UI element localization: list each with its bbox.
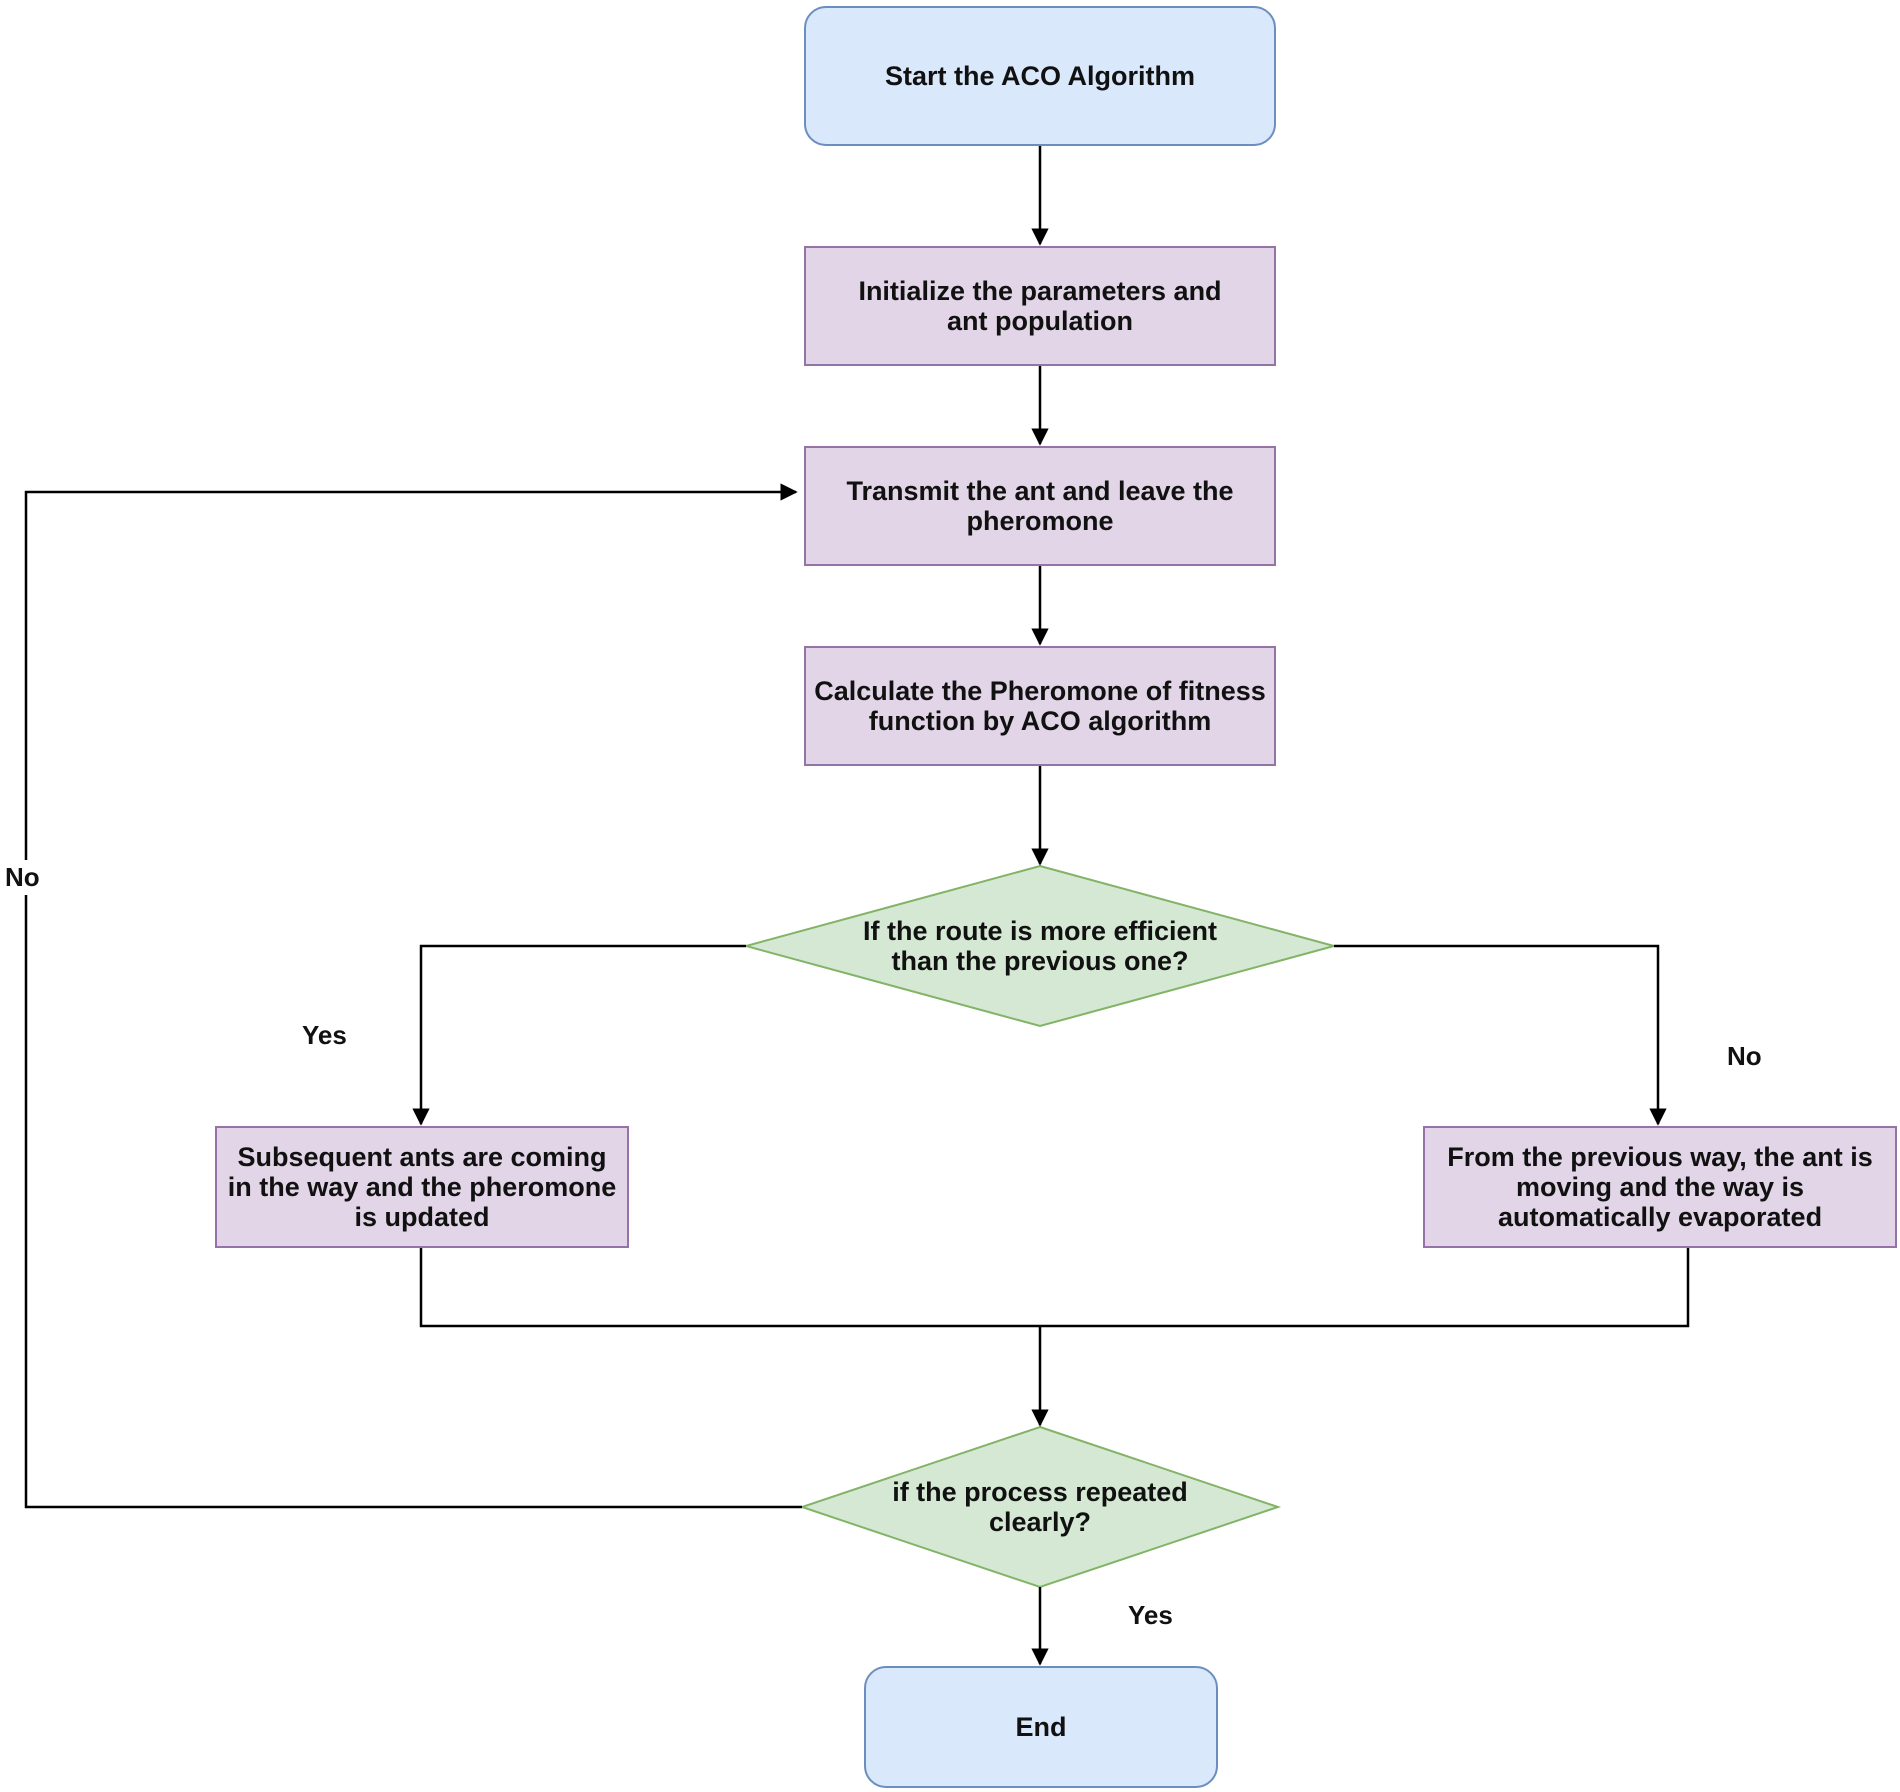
repeat-yes-label: Yes [1128,1600,1173,1630]
calculate-node: Calculate the Pheromone of fitness funct… [804,646,1276,766]
decision-route-shape [742,864,1338,1028]
repeat-no-label: No [5,860,40,895]
arrow-repeat-no-loop [24,483,802,1509]
merge-connector [419,1248,1690,1328]
decision-repeat-node: if the process repeated clearly? [880,1457,1200,1557]
update-node: Subsequent ants are coming in the way an… [215,1126,629,1248]
update-label: Subsequent ants are coming in the way an… [227,1141,617,1233]
initialize-label: Initialize the parameters and ant popula… [858,275,1222,336]
transmit-label: Transmit the ant and leave the pheromone [846,475,1234,536]
evaporate-node: From the previous way, the ant is moving… [1423,1126,1897,1248]
decision-repeat-label: if the process repeated clearly? [892,1476,1188,1537]
decision-route-label: If the route is more efficient than the … [862,915,1218,976]
end-node: End [864,1666,1218,1788]
start-node: Start the ACO Algorithm [804,6,1276,146]
decision-route-node: If the route is more efficient than the … [850,886,1230,1006]
arrow-route-no [1334,944,1667,1126]
route-yes-label: Yes [302,1020,347,1050]
end-label: End [1015,1711,1067,1742]
evaporate-label: From the previous way, the ant is moving… [1447,1141,1873,1233]
initialize-node: Initialize the parameters and ant popula… [804,246,1276,366]
calculate-label: Calculate the Pheromone of fitness funct… [814,675,1266,736]
start-label: Start the ACO Algorithm [885,60,1195,91]
arrow-route-yes [412,944,746,1126]
route-no-label: No [1727,1041,1762,1071]
transmit-node: Transmit the ant and leave the pheromone [804,446,1276,566]
